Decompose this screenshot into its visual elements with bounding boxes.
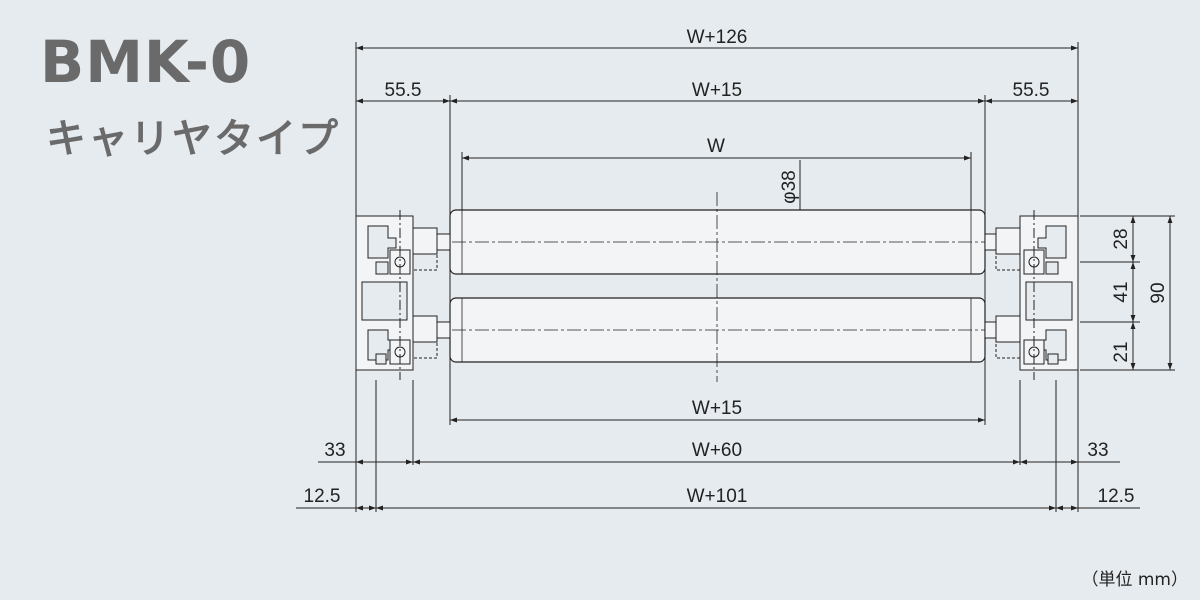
dim-roller-diameter: φ38 (779, 170, 800, 203)
dimension-lines (296, 45, 1173, 511)
right-frame-profile (984, 210, 1079, 380)
page-subtitle: キャリヤタイプ (46, 116, 340, 162)
dim-mount-span: W+101 (687, 486, 748, 507)
dim-left-inner-offset: 33 (324, 440, 345, 461)
dim-right-mount-offset: 12.5 (1098, 486, 1135, 507)
dim-inner-span: W+60 (692, 440, 742, 461)
dim-height-total: 90 (1148, 282, 1169, 303)
left-frame-profile (355, 210, 451, 380)
unit-note: （単位 mm） (1081, 570, 1188, 590)
dim-overall-top: W+126 (687, 27, 748, 48)
dimension-labels: W+126 55.5 W+15 55.5 W φ38 W+15 33 W+60 … (304, 27, 1169, 507)
dim-height-top: 28 (1111, 228, 1132, 249)
dim-right-inner-offset: 33 (1087, 440, 1108, 461)
page-title: BMK-0 (40, 28, 252, 96)
dim-roller-span-bottom: W+15 (692, 398, 742, 419)
center-lines (360, 192, 1075, 382)
dim-right-top-offset: 55.5 (1013, 80, 1050, 101)
dim-height-bottom: 21 (1111, 341, 1132, 362)
dim-left-top-offset: 55.5 (385, 80, 422, 101)
dim-roller-span-top: W+15 (692, 80, 742, 101)
dim-roller-width: W (707, 136, 725, 157)
dim-height-mid: 41 (1111, 281, 1132, 302)
dim-left-mount-offset: 12.5 (304, 486, 341, 507)
